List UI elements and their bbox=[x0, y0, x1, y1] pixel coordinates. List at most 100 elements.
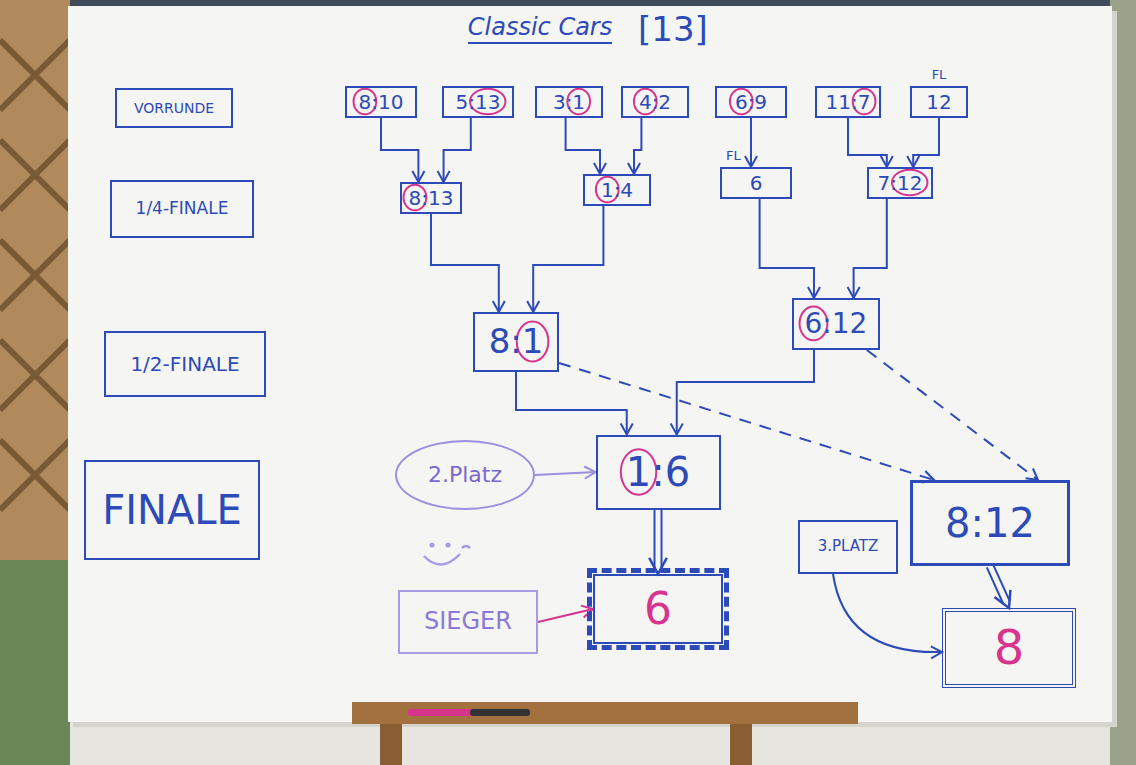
bracket-arrow bbox=[867, 350, 1038, 480]
place-callout: 3.PLATZ bbox=[798, 520, 898, 574]
row-label-box: 1/4-FINALE bbox=[110, 180, 254, 238]
bracket-arrow bbox=[559, 363, 934, 482]
arrow-head bbox=[438, 171, 450, 182]
arrow-head bbox=[671, 424, 683, 435]
node-text: FINALE bbox=[102, 487, 242, 533]
match-box: 11:7 bbox=[815, 86, 881, 118]
fl-heading: FL bbox=[932, 68, 947, 83]
row-label-box: VORRUNDE bbox=[115, 88, 233, 128]
match-box: 5:13 bbox=[442, 86, 514, 118]
node-text: 2.Platz bbox=[428, 462, 502, 487]
arrow-head bbox=[621, 424, 633, 435]
node-text: 8:1 bbox=[489, 322, 544, 361]
place-callout: 2.Platz bbox=[395, 440, 535, 510]
arrow-head bbox=[581, 606, 593, 618]
match-box: 7:12 bbox=[867, 167, 933, 199]
node-text: 3.PLATZ bbox=[818, 538, 879, 555]
arrow-head bbox=[1026, 469, 1038, 480]
bracket-arrow bbox=[848, 118, 893, 167]
node-text: 6 bbox=[644, 584, 672, 635]
smiley-eye bbox=[446, 543, 451, 548]
bracket-arrow bbox=[833, 574, 942, 658]
node-text: 8:12 bbox=[945, 500, 1035, 546]
result-box: 8 bbox=[942, 608, 1076, 688]
node-text: 1:6 bbox=[626, 449, 690, 495]
winner-callout: SIEGER bbox=[398, 590, 538, 654]
bracket-arrow bbox=[671, 350, 814, 435]
final-box: 8:12 bbox=[910, 480, 1070, 566]
row-label-box: 1/2-FINALE bbox=[104, 331, 266, 397]
connector-line bbox=[760, 199, 814, 298]
connector-line bbox=[750, 118, 752, 167]
bracket-arrow bbox=[628, 118, 641, 174]
arrow-head bbox=[808, 287, 820, 298]
bracket-arrow bbox=[535, 467, 596, 479]
node-text: 1:4 bbox=[601, 179, 633, 202]
arrow-head bbox=[628, 163, 640, 174]
fl-heading: FL bbox=[726, 149, 741, 164]
easel-leg bbox=[730, 724, 752, 765]
bracket-arrow bbox=[438, 118, 471, 182]
node-text: 6:12 bbox=[805, 308, 868, 340]
final-box: 1:6 bbox=[596, 435, 721, 510]
node-text: 6:9 bbox=[735, 91, 767, 114]
smiley-eye bbox=[430, 543, 435, 548]
arrow-head bbox=[649, 558, 667, 574]
bracket-arrow bbox=[987, 565, 1011, 608]
node-text: 6 bbox=[750, 172, 763, 195]
bracket-arrow bbox=[527, 206, 603, 312]
bracket-arrow bbox=[907, 118, 939, 167]
arrow-head bbox=[584, 467, 595, 479]
bye-box: FL12 bbox=[910, 86, 968, 118]
node-text: 12 bbox=[926, 91, 951, 114]
connector-line bbox=[516, 372, 627, 435]
match-box: 6:12 bbox=[792, 298, 880, 350]
node-text: 7:12 bbox=[878, 172, 923, 195]
whiteboard bbox=[68, 6, 1112, 722]
node-text: VORRUNDE bbox=[134, 100, 214, 116]
connector-line bbox=[867, 350, 1038, 480]
double-shaft bbox=[654, 510, 656, 568]
connector-line bbox=[833, 574, 942, 652]
match-box: 1:4 bbox=[583, 174, 651, 206]
arrow-head bbox=[493, 301, 505, 312]
node-text: 11:7 bbox=[826, 91, 871, 114]
plant-leaves bbox=[0, 560, 70, 765]
double-shaft bbox=[661, 510, 663, 568]
arrow-head bbox=[907, 156, 919, 167]
bracket-arrow bbox=[381, 118, 424, 182]
diagram-title: Classic Cars bbox=[468, 14, 612, 44]
title-wrap: Classic Cars bbox=[468, 14, 612, 44]
arrow-head bbox=[881, 156, 893, 167]
bracket-arrow bbox=[431, 214, 505, 312]
connector-line bbox=[533, 206, 603, 312]
match-box: 8:10 bbox=[345, 86, 417, 118]
match-box: 6:9 bbox=[715, 86, 787, 118]
label-wrap: [13] bbox=[638, 10, 708, 49]
match-box: 4:2 bbox=[621, 86, 689, 118]
easel-leg bbox=[380, 724, 402, 765]
node-text: 1/2-FINALE bbox=[130, 353, 239, 376]
marker-cap bbox=[470, 709, 530, 716]
connector-line bbox=[444, 118, 471, 182]
heading-wrap: FL bbox=[726, 148, 741, 164]
connector-line bbox=[854, 199, 887, 298]
arrow-head bbox=[594, 163, 606, 174]
node-text: 4:2 bbox=[639, 91, 671, 114]
arrow-head bbox=[745, 156, 757, 167]
heading-wrap: FL bbox=[912, 67, 966, 83]
arrow-head bbox=[848, 287, 860, 298]
bracket-arrow bbox=[649, 510, 667, 574]
node-text: 5:13 bbox=[456, 91, 501, 114]
arrow-head bbox=[931, 646, 942, 658]
bye-box: FL6 bbox=[720, 167, 792, 199]
smiley-mouth bbox=[424, 546, 470, 565]
connector-line bbox=[848, 118, 887, 167]
count-label: [13] bbox=[638, 10, 708, 49]
bracket-arrow bbox=[848, 199, 887, 298]
node-text: 8 bbox=[994, 620, 1025, 675]
bracket-arrow bbox=[516, 372, 633, 435]
connector-line bbox=[559, 363, 934, 480]
